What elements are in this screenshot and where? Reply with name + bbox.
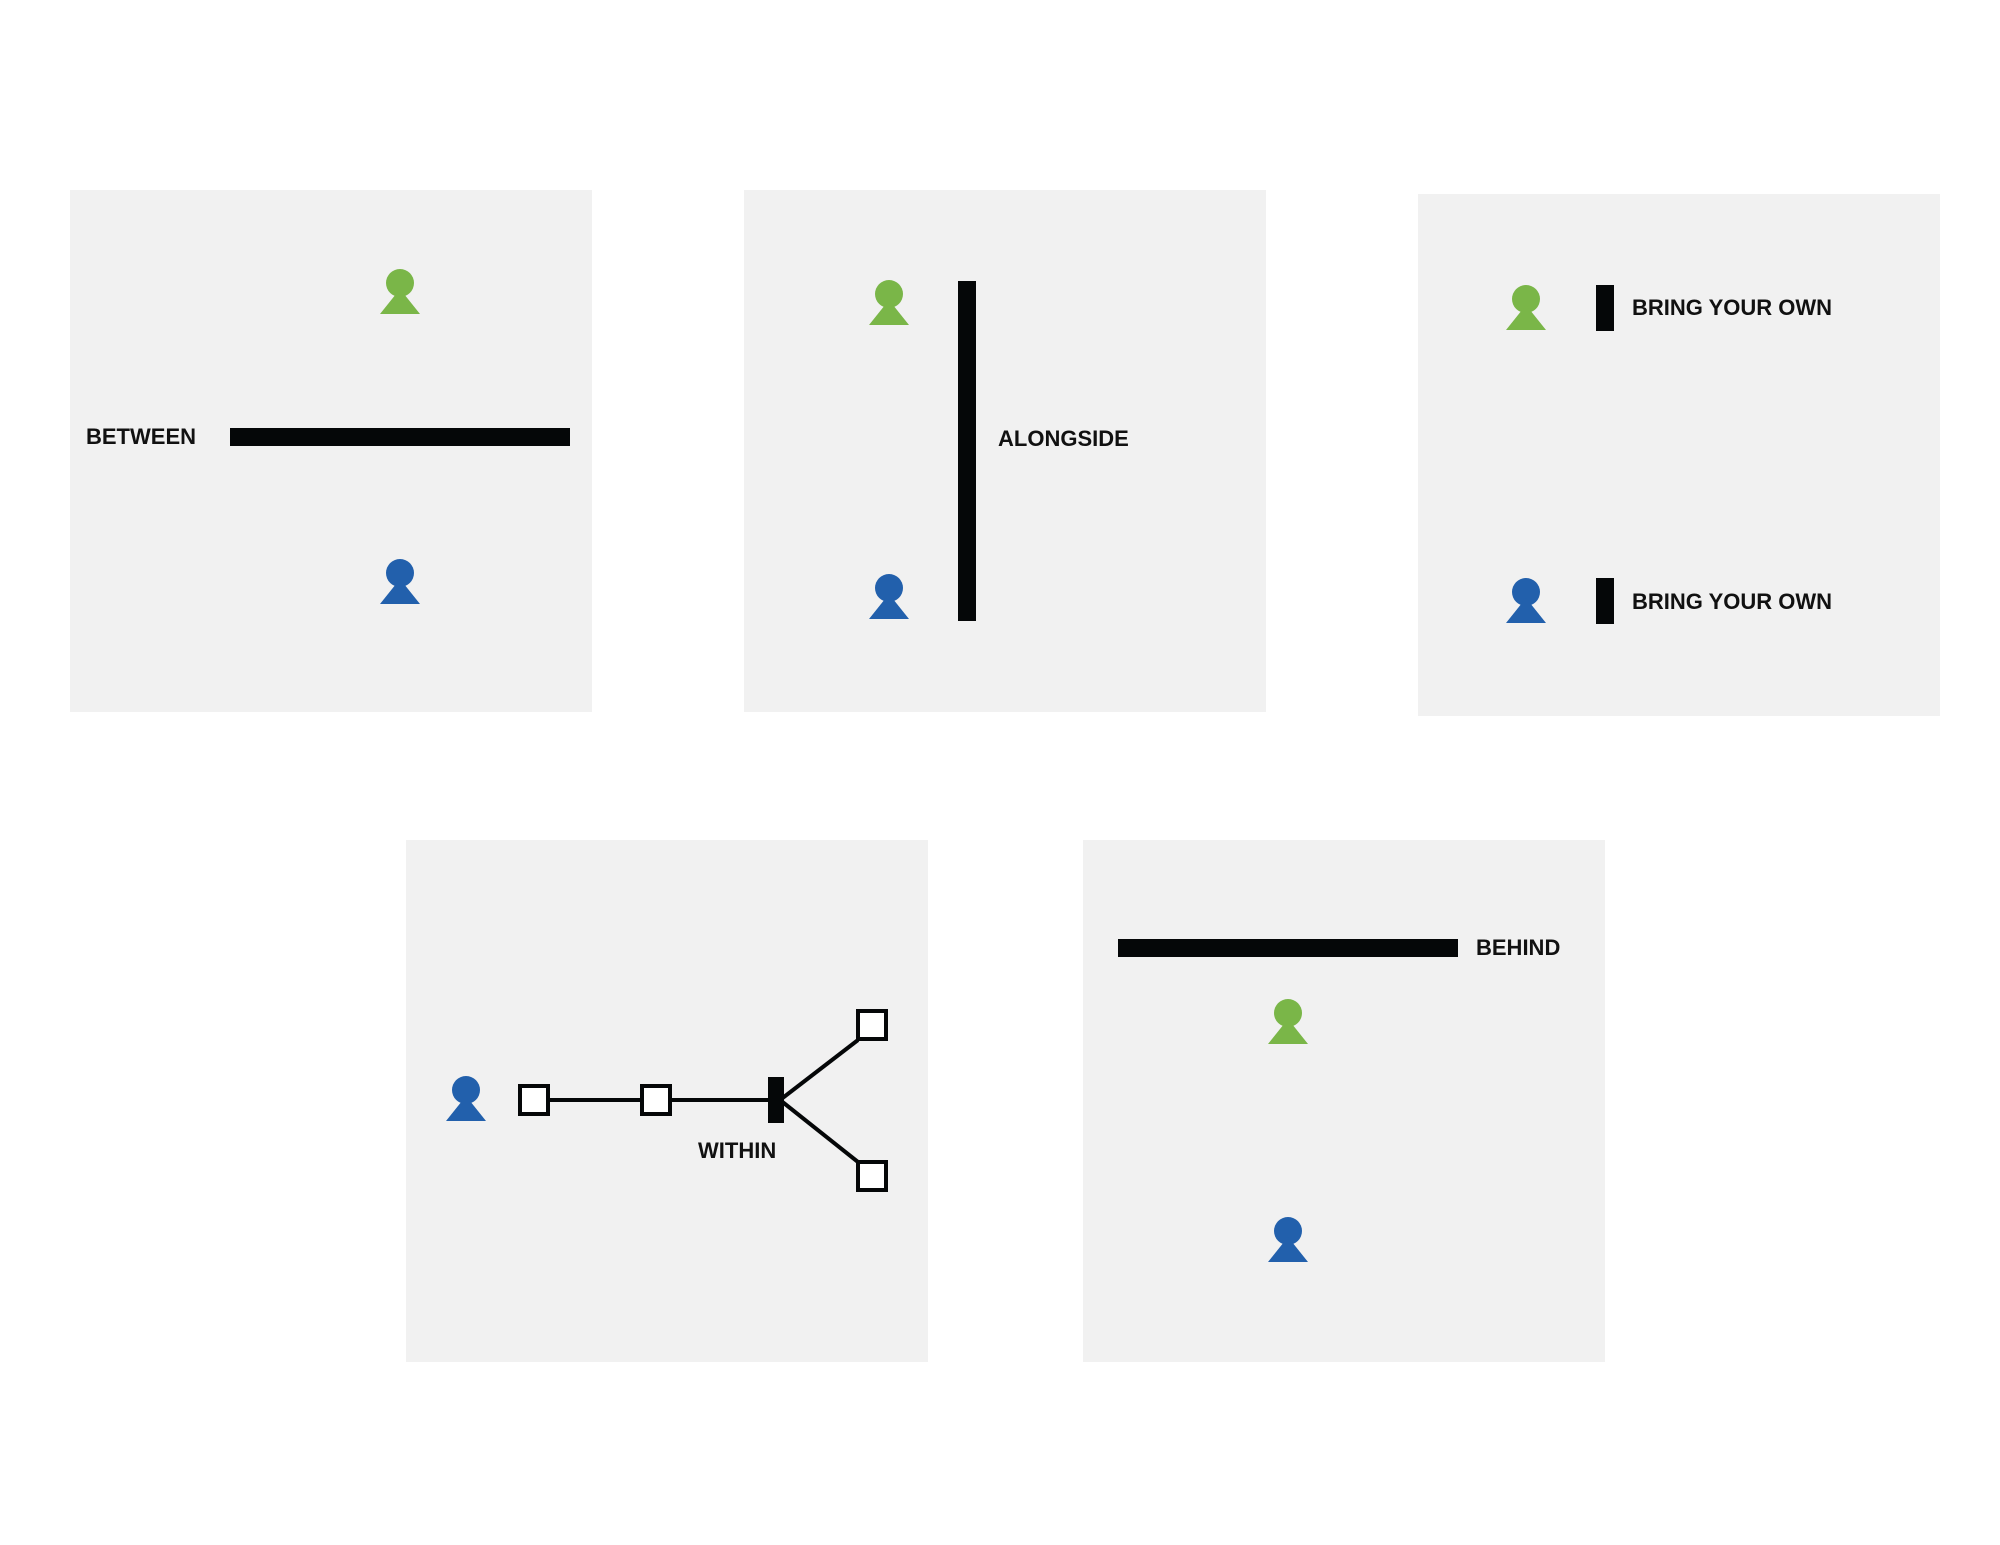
bring-your-own-diagram	[1506, 285, 1614, 624]
green-user-icon	[1506, 285, 1546, 330]
panel-within: WITHIN	[406, 840, 928, 1362]
green-user-icon	[380, 269, 420, 314]
between-diagram	[230, 269, 570, 604]
blue-user-icon	[869, 574, 909, 619]
panel-behind: BEHIND	[1083, 840, 1605, 1362]
node-square	[518, 1084, 550, 1116]
blue-user-icon	[1268, 1217, 1308, 1262]
within-diagram	[446, 1009, 888, 1192]
bring-your-own-bar-bottom	[1596, 578, 1614, 624]
within-label: WITHIN	[698, 1138, 777, 1163]
between-label: BETWEEN	[86, 424, 196, 449]
panel-between: BETWEEN	[70, 190, 592, 712]
green-user-icon	[1268, 999, 1308, 1044]
bring-your-own-bar-top	[1596, 285, 1614, 331]
alongside-diagram	[869, 280, 976, 621]
behind-bar	[1118, 939, 1458, 957]
behind-diagram	[1118, 939, 1458, 1262]
bring-your-own-label-bottom: BRING YOUR OWN	[1632, 589, 1833, 614]
bring-your-own-label-top: BRING YOUR OWN	[1632, 295, 1833, 320]
blue-user-icon	[380, 559, 420, 604]
behind-label: BEHIND	[1476, 935, 1561, 960]
alongside-label: ALONGSIDE	[998, 426, 1129, 451]
panel-bring-your-own: BRING YOUR OWN BRING YOUR OWN	[1418, 194, 1940, 716]
blue-user-icon	[446, 1076, 486, 1121]
node-square	[640, 1084, 672, 1116]
blue-user-icon	[1506, 578, 1546, 623]
between-bar	[230, 428, 570, 446]
node-square	[856, 1160, 888, 1192]
panel-alongside: ALONGSIDE	[744, 190, 1266, 712]
alongside-bar	[958, 281, 976, 621]
green-user-icon	[869, 280, 909, 325]
node-square	[856, 1009, 888, 1041]
within-bar	[768, 1077, 784, 1123]
within-connector-lines	[548, 1038, 860, 1164]
